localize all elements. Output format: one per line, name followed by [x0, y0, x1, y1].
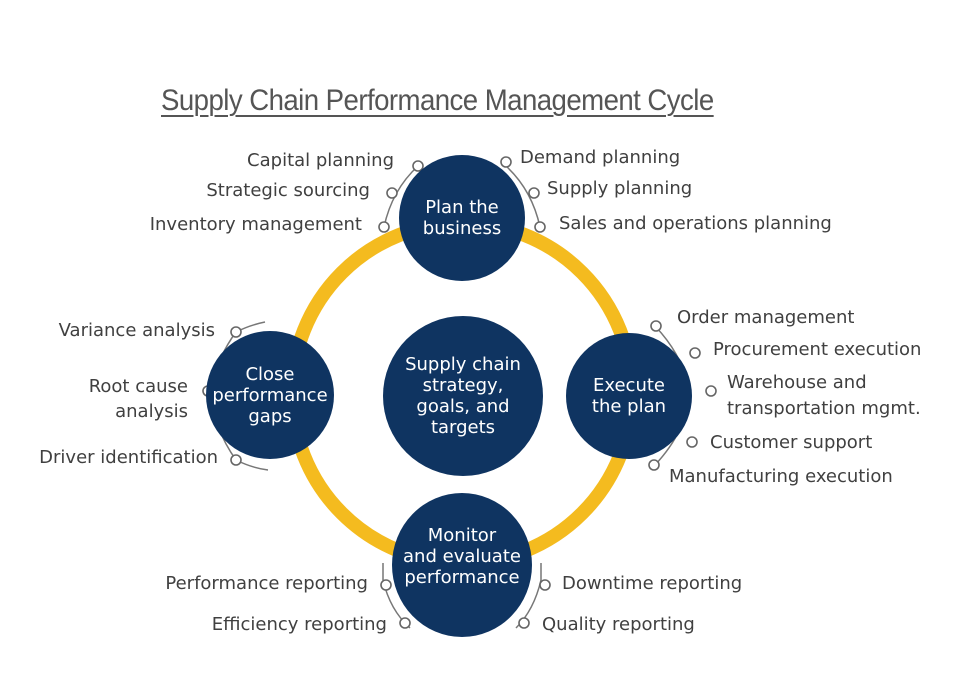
label-efficiency-reporting: Efficiency reporting [211, 614, 387, 635]
label-manufacturing-execution: Manufacturing execution [669, 466, 893, 487]
page-title: Supply Chain Performance Management Cycl… [161, 84, 714, 117]
node-monitor-label: Monitor and evaluate performance [403, 524, 521, 588]
label-performance-reporting: Performance reporting [165, 573, 368, 594]
node-center: Supply chain strategy, goals, and target… [383, 340, 543, 452]
label-capital-planning: Capital planning [247, 150, 394, 171]
node-monitor-circle [392, 493, 532, 637]
label-downtime-reporting: Downtime reporting [562, 573, 743, 594]
label-quality-reporting: Quality reporting [542, 614, 695, 635]
node-close: Close performance gaps [206, 352, 334, 438]
label-supply-planning: Supply planning [547, 178, 693, 199]
node-center-circle [383, 316, 543, 476]
connector-dots [202, 156, 717, 629]
center-label: Supply chain strategy, goals, and target… [405, 354, 521, 438]
label-root-cause-analysis: Root cause analysis [88, 376, 188, 422]
label-driver-identification: Driver identification [39, 447, 218, 468]
node-plan-label: Plan the business [422, 197, 502, 239]
label-demand-planning: Demand planning [520, 147, 681, 168]
label-customer-support: Customer support [710, 432, 873, 453]
label-procurement-execution: Procurement execution [713, 339, 922, 360]
node-close-circle [206, 331, 334, 459]
node-close-label: Close performance gaps [212, 363, 328, 427]
label-order-management: Order management [677, 307, 855, 328]
node-execute-circle [566, 333, 692, 459]
label-warehouse-transportation: Warehouse and transportation mgmt. [727, 372, 921, 419]
node-execute-label: Execute the plan [591, 375, 667, 417]
node-monitor: Monitor and evaluate performance [392, 518, 532, 594]
node-plan-circle [399, 155, 525, 281]
label-variance-analysis: Variance analysis [58, 320, 215, 341]
label-sales-operations-planning: Sales and operations planning [559, 213, 832, 234]
label-strategic-sourcing: Strategic sourcing [206, 180, 370, 201]
node-execute: Execute the plan [566, 358, 692, 434]
label-inventory-management: Inventory management [149, 214, 362, 235]
node-plan: Plan the business [400, 180, 524, 256]
